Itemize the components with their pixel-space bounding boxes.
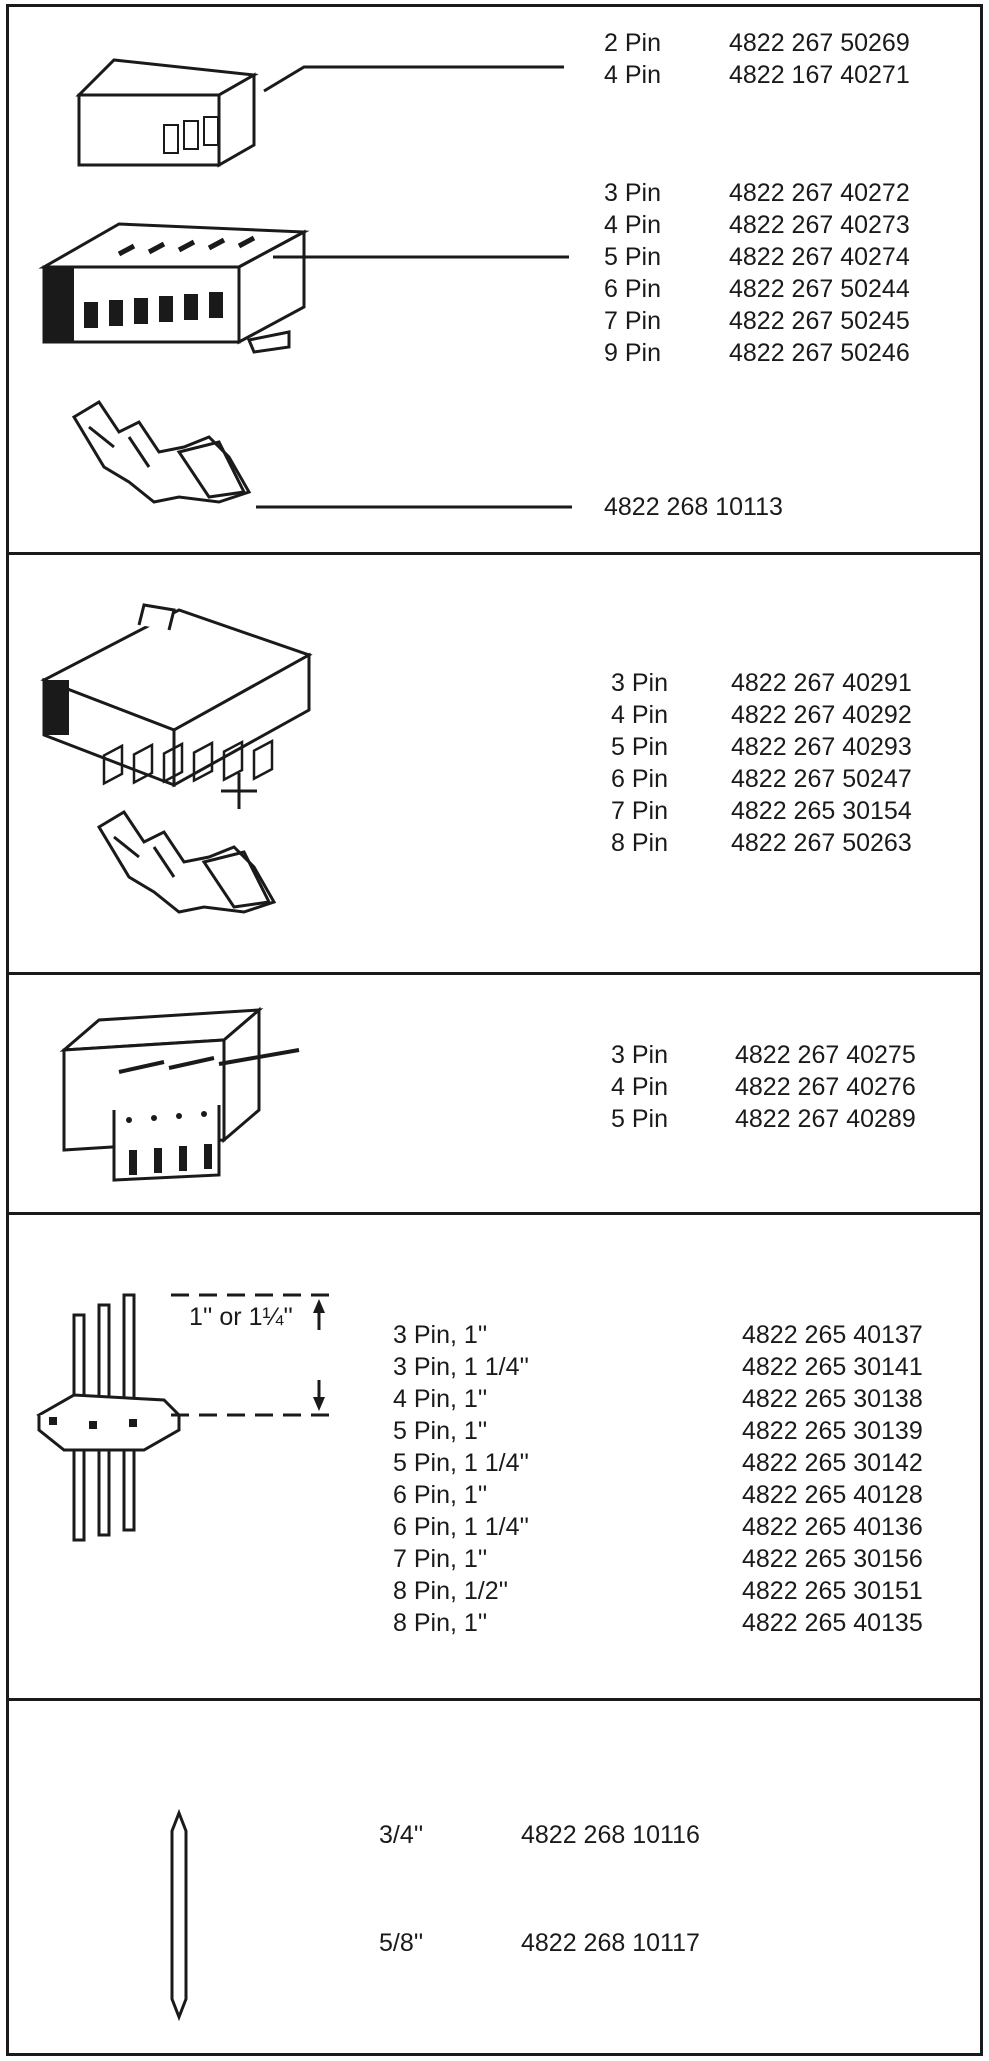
loose-pin-icon	[164, 1811, 194, 2021]
part-number: 4822 267 40273	[729, 211, 910, 239]
length-label: 5/8''	[379, 1929, 424, 1957]
part-number: 4822 267 40292	[731, 701, 912, 729]
part-number: 4822 265 40128	[742, 1481, 923, 1509]
part-number: 4822 267 40275	[735, 1041, 916, 1069]
pin-label: 5 Pin	[611, 733, 668, 761]
pin-label: 4 Pin	[604, 61, 661, 89]
pin-label: 6 Pin, 1 1/4''	[393, 1513, 530, 1541]
crimp-terminal-icon	[94, 807, 284, 927]
part-number: 4822 267 50263	[731, 829, 912, 857]
pin-label: 6 Pin	[611, 765, 668, 793]
part-number: 4822 265 30154	[731, 797, 912, 825]
section-housing-with-terminal: 3 Pin 4 Pin 5 Pin 6 Pin 7 Pin 8 Pin 4822…	[9, 555, 980, 975]
label-column: 3/4'' 5/8''	[379, 1819, 423, 1959]
label-column: 3 Pin 4 Pin 5 Pin 6 Pin 7 Pin 8 Pin	[611, 667, 668, 859]
pin-label: 3 Pin	[604, 179, 661, 207]
part-number: 4822 267 40289	[735, 1105, 916, 1133]
part-number: 4822 267 50246	[729, 339, 910, 367]
section-loose-pin: 3/4'' 5/8'' 4822 268 10116 4822 268 1011…	[9, 1701, 980, 2053]
part-number: 4822 267 40274	[729, 243, 910, 271]
pin-label: 3 Pin, 1 1/4''	[393, 1353, 530, 1381]
parts-sheet: 2 Pin 4 Pin 4822 267 50269 4822 167 4027…	[6, 4, 983, 2056]
pin-label: 5 Pin	[611, 1105, 668, 1133]
pin-label: 5 Pin, 1''	[393, 1417, 488, 1445]
part-number: 4822 268 10116	[521, 1821, 700, 1849]
part-number: 4822 267 50269	[729, 29, 910, 57]
part-number: 4822 265 40137	[742, 1321, 923, 1349]
pin-label: 8 Pin	[611, 829, 668, 857]
pin-label: 9 Pin	[604, 339, 661, 367]
pin-label: 6 Pin, 1''	[393, 1481, 488, 1509]
section-housings-and-terminal: 2 Pin 4 Pin 4822 267 50269 4822 167 4027…	[9, 7, 980, 555]
pin-label: 3 Pin	[611, 1041, 668, 1069]
part-number: 4822 265 40136	[742, 1513, 923, 1541]
part-number: 4822 267 50247	[731, 765, 912, 793]
pin-label: 7 Pin	[604, 307, 661, 335]
leader-line-icon	[259, 59, 569, 99]
section-pin-strip: 1'' or 1¼'' 3 Pin, 1'' 3 Pin, 1 1/4'' 4 …	[9, 1215, 980, 1701]
code-column: 4822 265 40137 4822 265 30141 4822 265 3…	[742, 1319, 923, 1639]
section-pcb-header: 3 Pin 4 Pin 5 Pin 4822 267 40275 4822 26…	[9, 975, 980, 1215]
code-column: 4822 267 40272 4822 267 40273 4822 267 4…	[729, 177, 910, 369]
pin-strip-icon	[34, 1285, 194, 1555]
part-number: 4822 167 40271	[729, 61, 910, 89]
part-number: 4822 267 50245	[729, 307, 910, 335]
pin-label: 4 Pin, 1''	[393, 1385, 488, 1413]
pcb-header-connector-icon	[59, 1000, 309, 1190]
length-label: 3/4''	[379, 1821, 424, 1849]
pin-label: 4 Pin	[604, 211, 661, 239]
code-column: 4822 267 40275 4822 267 40276 4822 267 4…	[735, 1039, 916, 1135]
pin-label: 4 Pin	[611, 1073, 668, 1101]
pin-label: 7 Pin	[611, 797, 668, 825]
pin-label: 3 Pin	[611, 669, 668, 697]
part-number: 4822 268 10113	[604, 493, 783, 521]
pin-label: 6 Pin	[604, 275, 661, 303]
part-number: 4822 265 30142	[742, 1449, 923, 1477]
part-number: 4822 265 30141	[742, 1353, 923, 1381]
dimension-label: 1'' or 1¼''	[189, 1303, 293, 1331]
pin-label: 8 Pin, 1/2''	[393, 1577, 509, 1605]
plus-icon	[219, 771, 259, 811]
part-number: 4822 265 40135	[742, 1609, 923, 1637]
pin-label: 2 Pin	[604, 29, 661, 57]
part-number: 4822 267 40276	[735, 1073, 916, 1101]
part-number: 4822 265 30156	[742, 1545, 923, 1573]
multi-pin-connector-housing-icon	[39, 222, 329, 372]
part-number: 4822 268 10117	[521, 1929, 700, 1957]
code-column: 4822 267 40291 4822 267 40292 4822 267 4…	[731, 667, 912, 859]
crimp-terminal-icon	[69, 397, 259, 517]
part-number: 4822 265 30139	[742, 1417, 923, 1445]
part-number: 4822 265 30138	[742, 1385, 923, 1413]
code-column: 4822 268 10116 4822 268 10117	[521, 1819, 700, 1959]
locking-connector-housing-icon	[39, 605, 329, 780]
pin-label: 4 Pin	[611, 701, 668, 729]
pin-label: 3 Pin, 1''	[393, 1321, 488, 1349]
label-column: 3 Pin, 1'' 3 Pin, 1 1/4'' 4 Pin, 1'' 5 P…	[393, 1319, 529, 1639]
part-number: 4822 265 30151	[742, 1577, 923, 1605]
leader-line-icon	[254, 501, 574, 513]
part-number: 4822 267 40291	[731, 669, 912, 697]
code-column: 4822 268 10113	[604, 491, 783, 523]
dimension-marker-icon	[169, 1285, 349, 1425]
label-column: 3 Pin 4 Pin 5 Pin	[611, 1039, 668, 1135]
pin-label: 7 Pin, 1''	[393, 1545, 488, 1573]
label-column: 2 Pin 4 Pin	[604, 27, 661, 91]
part-number: 4822 267 50244	[729, 275, 910, 303]
pin-label: 5 Pin, 1 1/4''	[393, 1449, 530, 1477]
label-column: 3 Pin 4 Pin 5 Pin 6 Pin 7 Pin 9 Pin	[604, 177, 661, 369]
code-column: 4822 267 50269 4822 167 40271	[729, 27, 910, 91]
part-number: 4822 267 40293	[731, 733, 912, 761]
pin-label: 8 Pin, 1''	[393, 1609, 488, 1637]
part-number: 4822 267 40272	[729, 179, 910, 207]
pin-label: 5 Pin	[604, 243, 661, 271]
small-connector-housing-icon	[69, 55, 269, 195]
leader-line-icon	[271, 251, 571, 263]
